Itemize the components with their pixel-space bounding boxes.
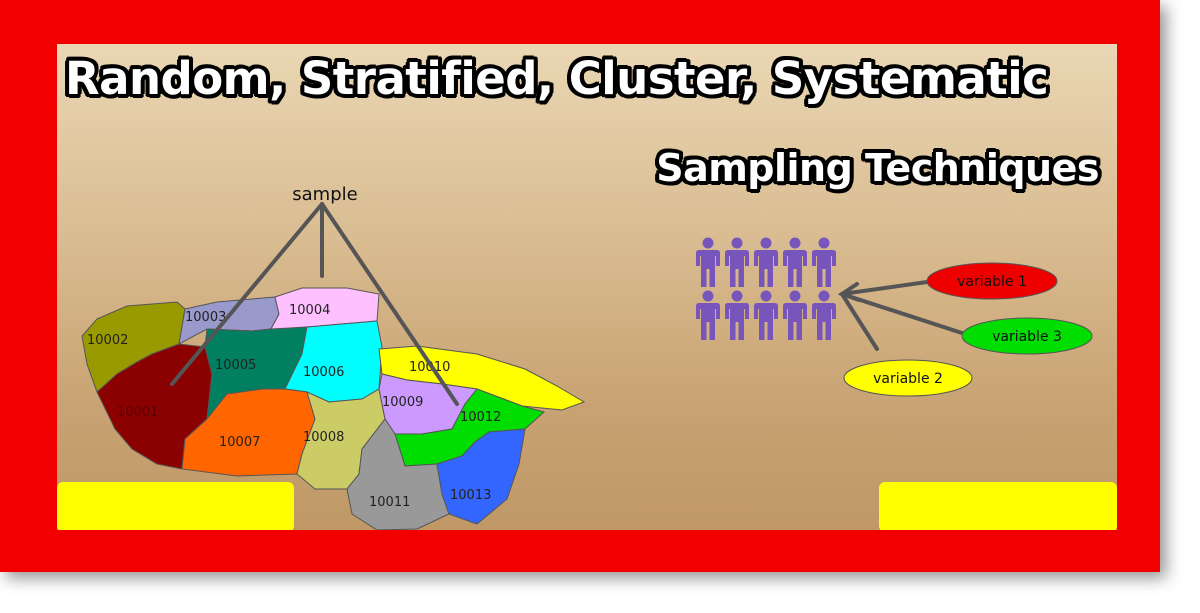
person-icon: [724, 237, 750, 287]
highlight-box-left: [57, 482, 294, 530]
person-icon: [695, 237, 721, 287]
region-label-10007: 10007: [219, 435, 260, 450]
person-icon: [782, 237, 808, 287]
title-line-1: Random, Stratified, Cluster, Systematic: [65, 52, 1049, 105]
variable-2-label: variable 2: [873, 371, 943, 387]
variable-bubbles: variable 1 variable 3 variable 2: [843, 262, 1093, 397]
person-icon: [753, 237, 779, 287]
person-icon: [724, 290, 750, 340]
population-group: [695, 237, 841, 342]
person-icon: [753, 290, 779, 340]
sampling-diagram: 10002 10001 10003 10004 10005 10006 1000…: [81, 184, 1093, 530]
red-frame: Random, Stratified, Cluster, Systematic …: [0, 0, 1160, 572]
region-label-10012: 10012: [460, 410, 501, 425]
variable-arrows: [837, 280, 967, 351]
person-icon: [782, 290, 808, 340]
region-label-10009: 10009: [382, 395, 423, 410]
region-label-10004: 10004: [289, 303, 330, 318]
region-label-10006: 10006: [303, 365, 344, 380]
title-line-2: Sampling Techniques: [656, 146, 1099, 190]
region-label-10005: 10005: [215, 358, 256, 373]
region-label-10003: 10003: [185, 310, 226, 325]
variable-1-bubble: [926, 262, 1058, 300]
person-icon: [695, 290, 721, 340]
variable-2-bubble: [843, 359, 973, 397]
person-icon: [811, 290, 837, 340]
highlight-box-right: [879, 482, 1117, 530]
person-icon: [811, 237, 837, 287]
region-label-10002: 10002: [87, 333, 128, 348]
variable-3-label: variable 3: [992, 329, 1062, 345]
region-label-10008: 10008: [303, 430, 344, 445]
region-label-10011: 10011: [369, 495, 410, 510]
content-panel: Random, Stratified, Cluster, Systematic …: [57, 44, 1117, 530]
sample-lines: [170, 202, 459, 406]
region-labels: 10002 10001 10003 10004 10005 10006 1000…: [87, 303, 501, 510]
variable-3-bubble: [961, 317, 1093, 355]
region-label-10013: 10013: [450, 488, 491, 503]
region-label-10010: 10010: [409, 360, 450, 375]
region-label-10001: 10001: [117, 405, 158, 420]
sample-label: sample: [292, 184, 357, 205]
variable-1-label: variable 1: [957, 274, 1027, 290]
region-10013: [436, 428, 526, 525]
